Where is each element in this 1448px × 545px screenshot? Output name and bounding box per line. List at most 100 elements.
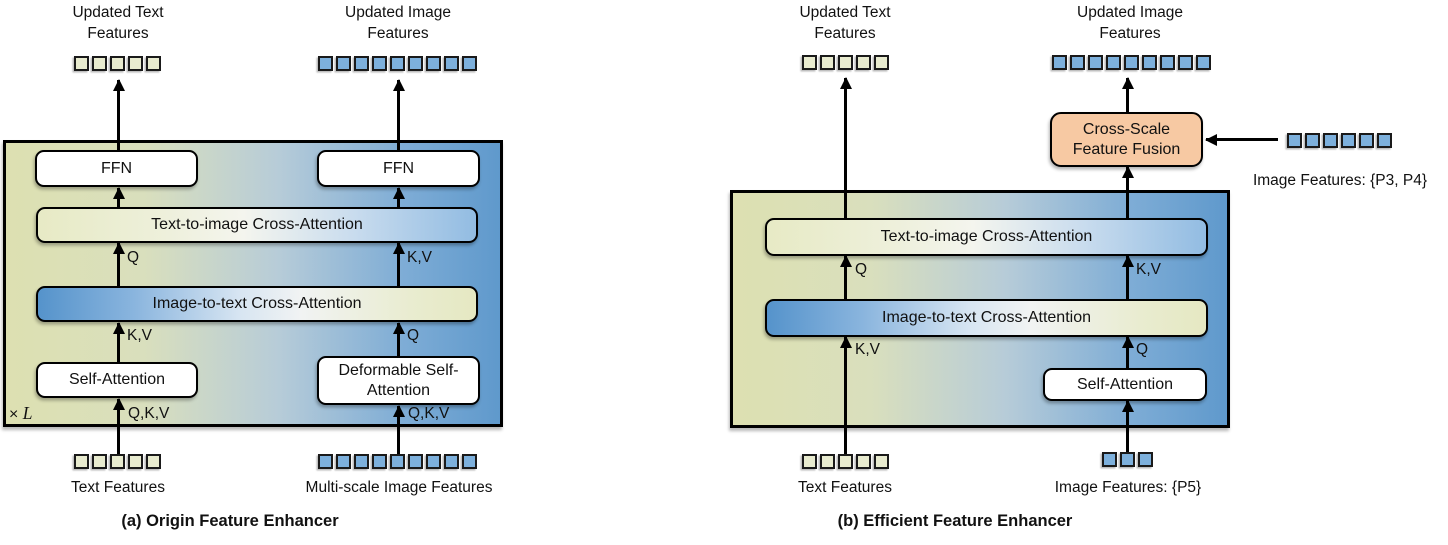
arrow-image-out [1126, 78, 1129, 112]
image-features-p34-label: Image Features: {P3, P4} [1252, 172, 1428, 189]
text-token [74, 454, 89, 469]
arrow-text-q [117, 243, 120, 286]
text-token [856, 55, 871, 70]
image-token [390, 56, 405, 71]
caption-b: (b) Efficient Feature Enhancer [837, 512, 1073, 530]
image-token [426, 56, 441, 71]
text-token [146, 454, 161, 469]
arrow-image-ffn [397, 188, 400, 207]
text-to-image-cross-attention-box: Text-to-image Cross-Attention [765, 218, 1208, 256]
image-to-text-cross-attention-box: Image-to-text Cross-Attention [36, 286, 478, 322]
ffn-text-box: FFN [35, 150, 198, 187]
updated-image-tokens [318, 56, 477, 71]
image-token [1341, 133, 1356, 148]
arrow-text-out [844, 78, 847, 218]
text-token [110, 56, 125, 71]
updated-text-tokens [74, 56, 161, 71]
image-token [408, 56, 423, 71]
text-to-image-cross-attention-box: Text-to-image Cross-Attention [36, 207, 478, 243]
arrow-image-q [397, 323, 400, 356]
q-label: Q [1136, 341, 1149, 358]
times-symbol: × [9, 406, 19, 423]
text-token [874, 55, 889, 70]
image-token [1142, 55, 1157, 70]
text-token [838, 454, 853, 469]
arrow-text-ffn [117, 188, 120, 207]
qkv-label: Q,K,V [128, 405, 170, 422]
cross-scale-feature-fusion-box: Cross-Scale Feature Fusion [1050, 112, 1203, 167]
arrow-image-in [397, 406, 400, 455]
kv-label: K,V [127, 327, 152, 344]
q-label: Q [407, 327, 420, 344]
arrow-image-out [397, 80, 400, 150]
image-token [1124, 55, 1139, 70]
text-token [838, 55, 853, 70]
q-label: Q [127, 249, 140, 266]
image-token [1102, 452, 1117, 467]
arrow-image-q [1126, 337, 1129, 368]
arrow-text-kv [844, 337, 847, 455]
image-token [318, 454, 333, 469]
updated-text-features-label: Updated Text Features [72, 4, 164, 42]
text-token [874, 454, 889, 469]
updated-image-features-label: Updated Image Features [1077, 4, 1183, 42]
arrow-text-q [844, 256, 847, 299]
image-token [1106, 55, 1121, 70]
layer-repeat-label: × L [9, 403, 33, 424]
image-token [372, 454, 387, 469]
image-token [1323, 133, 1338, 148]
updated-image-tokens [1052, 55, 1211, 70]
text-token [802, 55, 817, 70]
multiscale-image-features-label: Multi-scale Image Features [305, 479, 493, 496]
text-token [92, 454, 107, 469]
image-token [372, 56, 387, 71]
image-to-text-cross-attention-box: Image-to-text Cross-Attention [765, 299, 1208, 337]
arrow-image-kv [1126, 256, 1129, 299]
text-token [128, 454, 143, 469]
image-token [1070, 55, 1085, 70]
image-token [354, 454, 369, 469]
updated-image-features-label: Updated Image Features [345, 4, 451, 42]
image-features-p5-label: Image Features: {P5} [1054, 479, 1202, 496]
text-token [128, 56, 143, 71]
text-token [74, 56, 89, 71]
image-token [444, 454, 459, 469]
text-token [146, 56, 161, 71]
kv-label: K,V [407, 249, 432, 266]
image-token [462, 56, 477, 71]
image-token [1178, 55, 1193, 70]
image-token [336, 454, 351, 469]
image-token [354, 56, 369, 71]
image-token [426, 454, 441, 469]
qkv-label: Q,K,V [408, 405, 450, 422]
arrow-p34-to-fusion [1206, 138, 1278, 141]
p34-image-tokens [1287, 133, 1392, 148]
text-features-tokens [802, 454, 889, 469]
image-token [408, 454, 423, 469]
ffn-image-box: FFN [317, 150, 480, 187]
image-token [1196, 55, 1211, 70]
text-token [110, 454, 125, 469]
image-token [462, 454, 477, 469]
arrow-text-kv [117, 323, 120, 362]
image-token [1305, 133, 1320, 148]
text-token [820, 454, 835, 469]
image-token [390, 454, 405, 469]
multiscale-image-tokens [318, 454, 477, 469]
text-features-label: Text Features [71, 479, 165, 496]
loop-variable: L [22, 403, 33, 423]
caption-a: (a) Origin Feature Enhancer [121, 512, 339, 530]
q-label: Q [855, 261, 868, 278]
image-token [1088, 55, 1103, 70]
updated-text-tokens [802, 55, 889, 70]
image-token [1160, 55, 1175, 70]
image-token [1377, 133, 1392, 148]
arrow-text-out [117, 80, 120, 150]
text-token [92, 56, 107, 71]
kv-label: K,V [1136, 261, 1161, 278]
self-attention-box: Self-Attention [36, 362, 198, 398]
image-token [1120, 452, 1135, 467]
image-token [1052, 55, 1067, 70]
